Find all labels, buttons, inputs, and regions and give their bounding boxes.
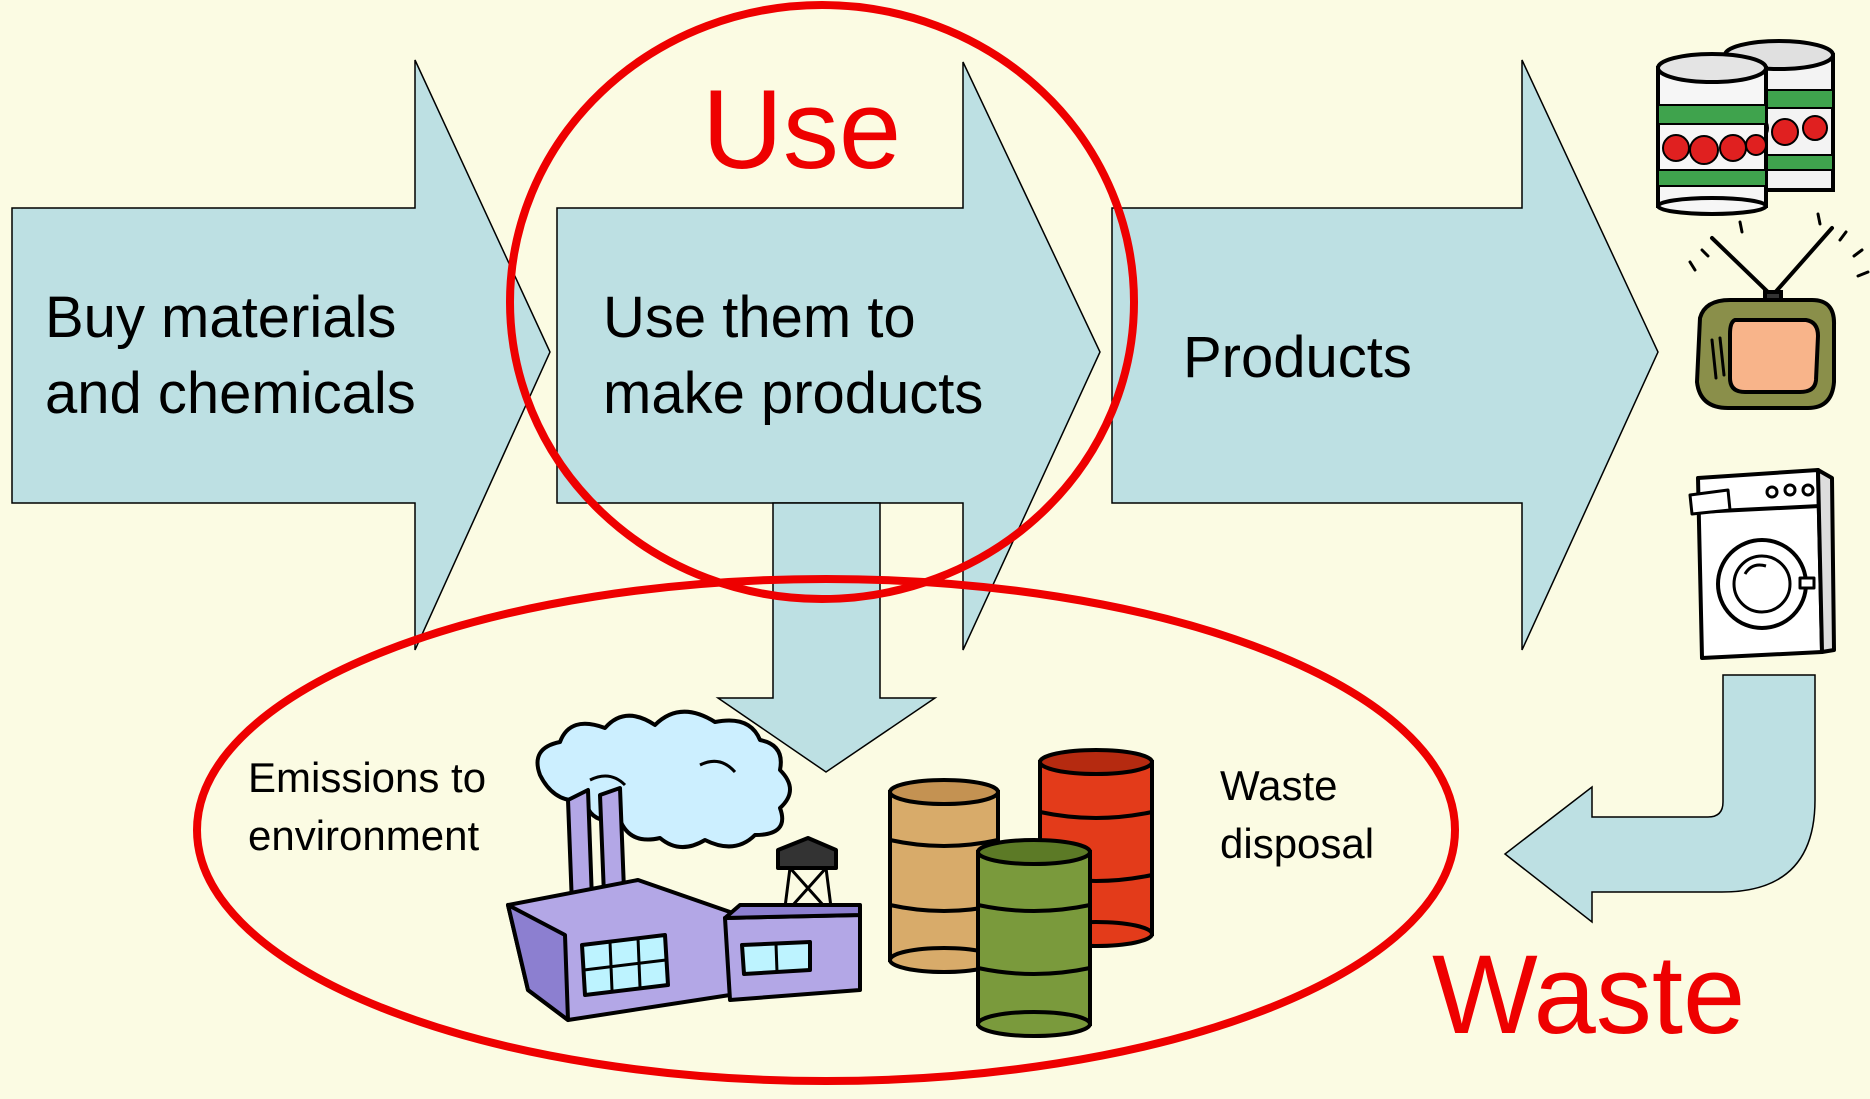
arrow-buy xyxy=(11,59,551,651)
oil-barrels-icon xyxy=(888,748,1154,1038)
buy-label: Buy materials and chemicals xyxy=(45,285,416,426)
arrow-labels: Buy materials and chemicals Use them to … xyxy=(45,285,1412,426)
washing-machine-icon xyxy=(1688,468,1836,660)
arrow-curved-to-waste xyxy=(1503,674,1816,924)
process-arrows xyxy=(11,59,1816,924)
arrow-use xyxy=(556,61,1101,651)
use-heading: Use xyxy=(702,67,901,192)
use-label: Use them to make products xyxy=(603,285,983,426)
emissions-label: Emissions to environment xyxy=(248,754,498,859)
television-icon xyxy=(1688,212,1870,410)
arrow-products xyxy=(1111,59,1659,651)
arrow-down-to-waste xyxy=(715,502,938,773)
disposal-label: Waste disposal xyxy=(1220,762,1374,867)
tomato-cans-icon xyxy=(1656,39,1835,216)
waste-highlight-ellipse xyxy=(193,575,1459,1085)
factory-icon xyxy=(506,709,862,1022)
use-highlight-circle xyxy=(506,1,1138,603)
waste-heading: Waste xyxy=(1432,932,1745,1057)
products-label: Products xyxy=(1183,325,1412,390)
